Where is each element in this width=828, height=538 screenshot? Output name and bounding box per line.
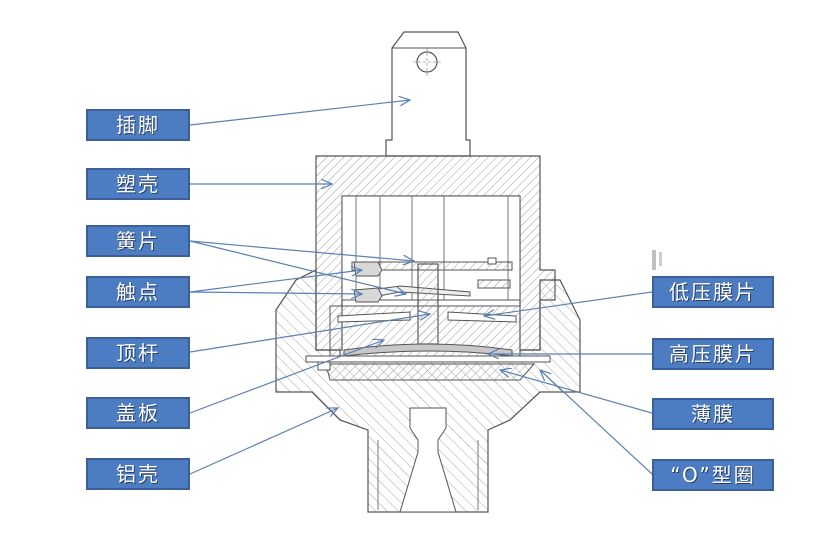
- label-aluminum-shell: 铝壳: [86, 458, 190, 490]
- leader-reed-2: [189, 240, 406, 294]
- leader-push-rod: [189, 314, 430, 353]
- leader-o-ring: [540, 370, 653, 475]
- label-low-pressure-diaphragm: 低压膜片: [652, 276, 774, 308]
- label-cover-plate: 盖板: [86, 397, 190, 429]
- leader-reed-1: [189, 240, 414, 261]
- label-pin: 插脚: [86, 109, 190, 141]
- label-reed: 簧片: [86, 225, 190, 257]
- label-plastic-shell: 塑壳: [86, 168, 190, 200]
- pin-terminal: [385, 31, 471, 157]
- leader-pin: [189, 100, 410, 126]
- pin-hole-icon: [416, 51, 438, 73]
- tiny-drawing-note: [652, 250, 662, 270]
- leader-cover-plate: [189, 340, 384, 414]
- leader-membrane: [500, 370, 653, 414]
- leader-lines: [189, 100, 653, 475]
- leader-contact-2: [189, 292, 362, 294]
- leader-contact-1: [189, 270, 362, 293]
- leader-low-pressure-diaphragm: [484, 291, 653, 316]
- diaphragm-assembly: [305, 305, 551, 381]
- label-high-pressure-diaphragm: 高压膜片: [652, 338, 774, 370]
- leader-aluminum-shell: [189, 408, 338, 475]
- label-push-rod: 顶杆: [86, 337, 190, 369]
- label-membrane: 薄膜: [652, 398, 774, 430]
- label-o-ring: “O”型圈: [652, 459, 774, 491]
- label-contact: 触点: [86, 276, 190, 308]
